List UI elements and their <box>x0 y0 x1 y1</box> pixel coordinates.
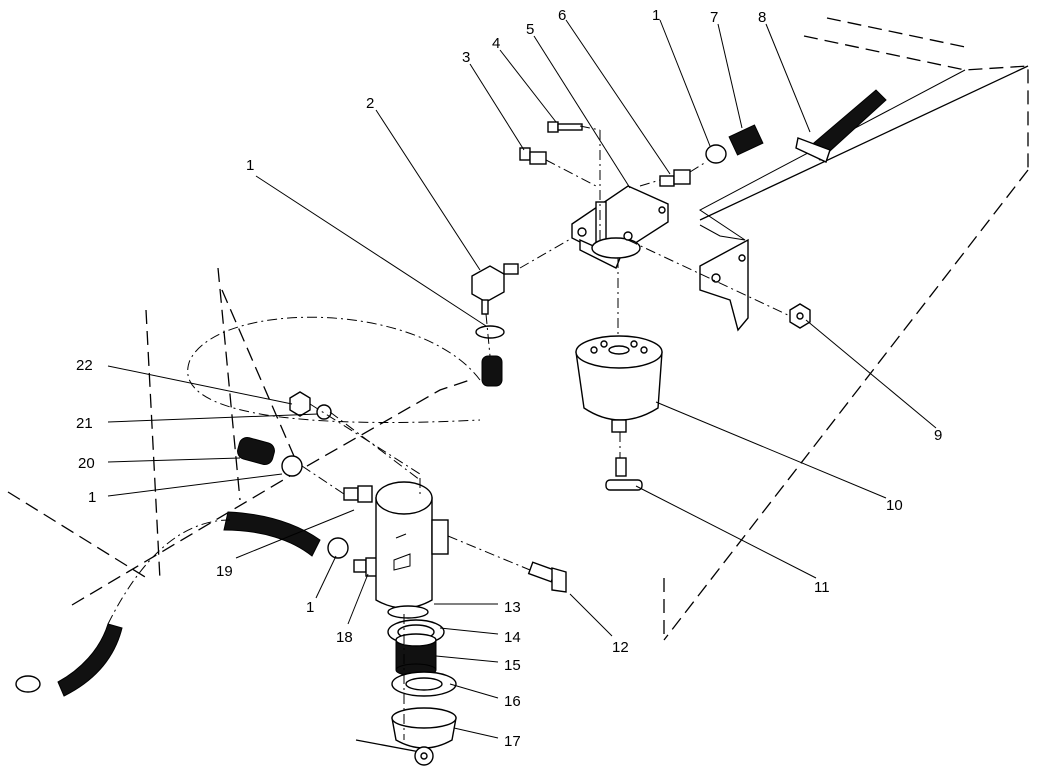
hose-20 <box>237 437 275 465</box>
frame-outline <box>7 17 1029 641</box>
fitting-19 <box>343 485 373 503</box>
filter-canister <box>575 335 663 433</box>
callout-12: 12 <box>612 639 629 656</box>
o-ring-13 <box>387 605 429 619</box>
callout-16: 16 <box>504 693 521 710</box>
separator-body <box>375 481 449 609</box>
callout-6: 6 <box>558 7 566 24</box>
callout-19: 19 <box>216 563 233 580</box>
callout-7: 7 <box>710 9 718 26</box>
bolt-12 <box>527 561 567 593</box>
hose-8 <box>795 89 887 163</box>
clamp-lower <box>327 537 349 559</box>
callout-20: 20 <box>78 455 95 472</box>
element-15 <box>395 633 437 677</box>
callout-9: 9 <box>934 427 942 444</box>
clamp-top <box>705 144 727 164</box>
elbow-fitting <box>471 263 519 315</box>
hose-lower <box>223 511 321 557</box>
hose-lower-left <box>15 519 231 697</box>
assembly-lines <box>301 125 791 740</box>
clamp-left <box>281 455 303 477</box>
callout-2: 2 <box>366 95 374 112</box>
fitting-6 <box>659 169 691 187</box>
callout-5: 5 <box>526 21 534 38</box>
hose-7 <box>728 124 764 156</box>
callout-21: 21 <box>76 415 93 432</box>
filter-head <box>571 185 669 269</box>
callout-17: 17 <box>504 733 521 750</box>
callout-18: 18 <box>336 629 353 646</box>
fitting-3 <box>519 147 547 165</box>
callout-labels: 1 2 3 4 5 6 1 7 8 9 10 11 12 13 14 15 16… <box>76 7 942 750</box>
callout-3: 3 <box>462 49 470 66</box>
callout-8: 8 <box>758 9 766 26</box>
callout-1: 1 <box>88 489 96 506</box>
drain-key <box>355 739 434 766</box>
callout-22: 22 <box>76 357 93 374</box>
clamp-elbow <box>475 325 505 339</box>
callout-13: 13 <box>504 599 521 616</box>
callout-1: 1 <box>246 157 254 174</box>
drain-valve <box>605 457 643 491</box>
nut-22 <box>289 391 311 417</box>
callout-10: 10 <box>886 497 903 514</box>
nut-9 <box>789 303 811 329</box>
gasket-16 <box>391 671 457 697</box>
washer-21 <box>316 404 332 420</box>
hose-short <box>481 355 503 387</box>
callout-1: 1 <box>306 599 314 616</box>
callout-4: 4 <box>492 35 500 52</box>
bowl-17 <box>391 707 457 749</box>
callout-1: 1 <box>652 7 660 24</box>
bolt-4 <box>547 121 583 133</box>
leader-lines <box>107 19 937 739</box>
callout-11: 11 <box>814 579 830 596</box>
callout-14: 14 <box>504 629 521 646</box>
callout-15: 15 <box>504 657 521 674</box>
hose-loop <box>187 316 481 423</box>
